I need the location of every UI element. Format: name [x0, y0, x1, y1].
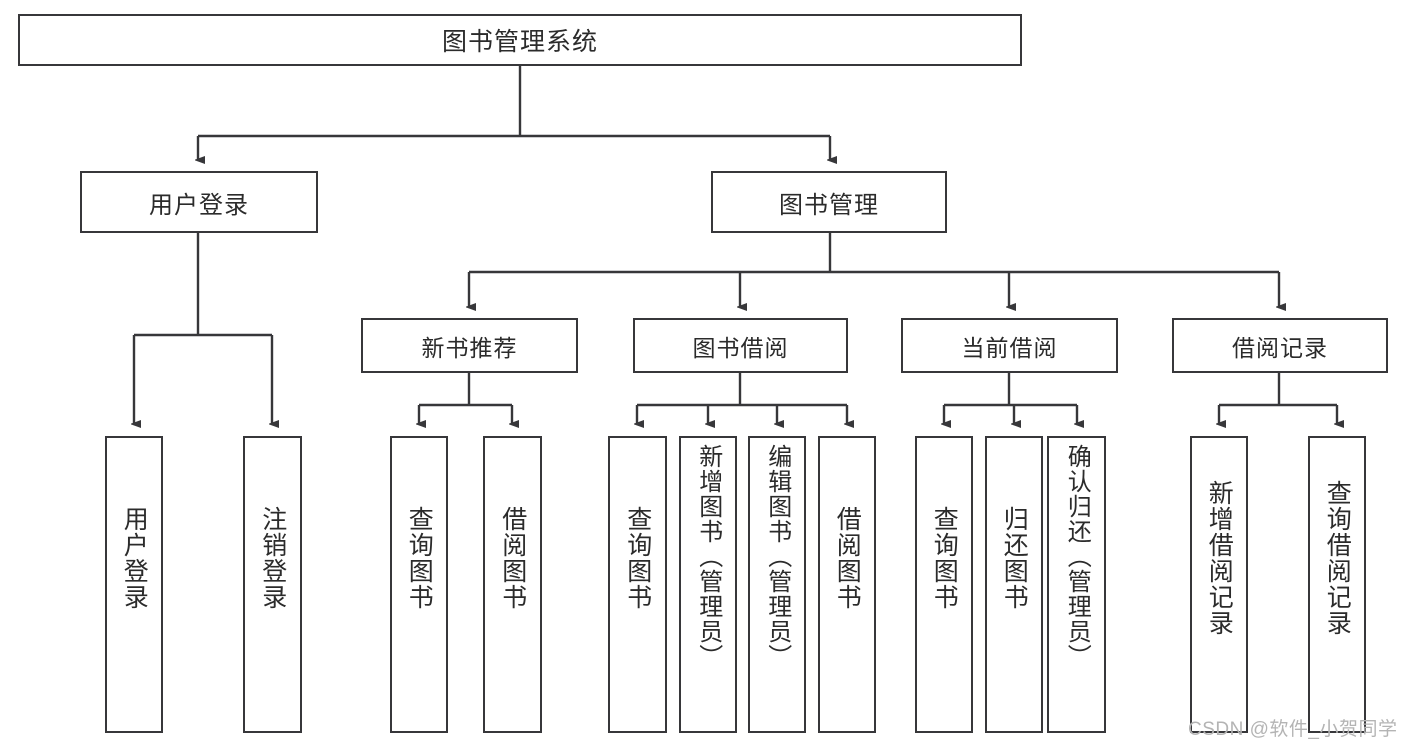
leaf-label: 查询图书 — [405, 506, 434, 610]
watermark-text: CSDN @软件_小贺同学 — [1188, 719, 1398, 740]
node-label: 图书管理 — [779, 191, 879, 219]
node-user-login[interactable]: 用户登录 — [80, 171, 318, 233]
leaf-user-login-signout[interactable]: 注销登录 — [243, 436, 302, 733]
leaf-label: 归还图书 — [1000, 506, 1029, 610]
node-label: 新书推荐 — [421, 334, 518, 361]
leaf-user-login-signin[interactable]: 用户登录 — [105, 436, 163, 733]
leaf-current-query-book[interactable]: 查询图书 — [915, 436, 973, 733]
node-borrow-record[interactable]: 借阅记录 — [1172, 318, 1388, 373]
node-book-management[interactable]: 图书管理 — [711, 171, 947, 233]
leaf-borrow-query-book[interactable]: 查询图书 — [608, 436, 667, 733]
node-label: 图书管理系统 — [441, 28, 598, 56]
leaf-current-return-book[interactable]: 归还图书 — [985, 436, 1043, 733]
leaf-borrow-edit-book-admin[interactable]: 编辑图书（管理员） — [748, 436, 806, 733]
leaf-label: 用户登录 — [120, 506, 149, 610]
leaf-borrow-add-book-admin[interactable]: 新增图书（管理员） — [679, 436, 737, 733]
node-label: 用户登录 — [149, 191, 249, 219]
node-root-system[interactable]: 图书管理系统 — [18, 14, 1022, 66]
leaf-label: 确认归还（管理员） — [1063, 444, 1091, 669]
leaf-label: 新增图书（管理员） — [694, 444, 722, 669]
node-book-borrow[interactable]: 图书借阅 — [633, 318, 848, 373]
leaf-record-query-borrow-record[interactable]: 查询借阅记录 — [1308, 436, 1366, 733]
node-label: 借阅记录 — [1232, 334, 1328, 361]
leaf-label: 编辑图书（管理员） — [763, 444, 791, 669]
node-current-borrow[interactable]: 当前借阅 — [901, 318, 1118, 373]
leaf-label: 查询图书 — [930, 506, 959, 610]
leaf-label: 注销登录 — [258, 506, 287, 610]
node-label: 图书借阅 — [692, 334, 789, 361]
leaf-label: 借阅图书 — [498, 506, 527, 610]
leaf-current-confirm-return-admin[interactable]: 确认归还（管理员） — [1047, 436, 1106, 733]
leaf-new-book-borrow[interactable]: 借阅图书 — [483, 436, 542, 733]
leaf-label: 借阅图书 — [833, 506, 862, 610]
leaf-record-add-borrow-record[interactable]: 新增借阅记录 — [1190, 436, 1248, 733]
leaf-label: 查询借阅记录 — [1323, 480, 1352, 636]
node-label: 当前借阅 — [961, 334, 1058, 361]
leaf-label: 查询图书 — [623, 506, 652, 610]
leaf-label: 新增借阅记录 — [1205, 480, 1234, 636]
leaf-new-book-query[interactable]: 查询图书 — [390, 436, 448, 733]
leaf-borrow-borrow-book[interactable]: 借阅图书 — [818, 436, 876, 733]
node-new-book-recommend[interactable]: 新书推荐 — [361, 318, 578, 373]
